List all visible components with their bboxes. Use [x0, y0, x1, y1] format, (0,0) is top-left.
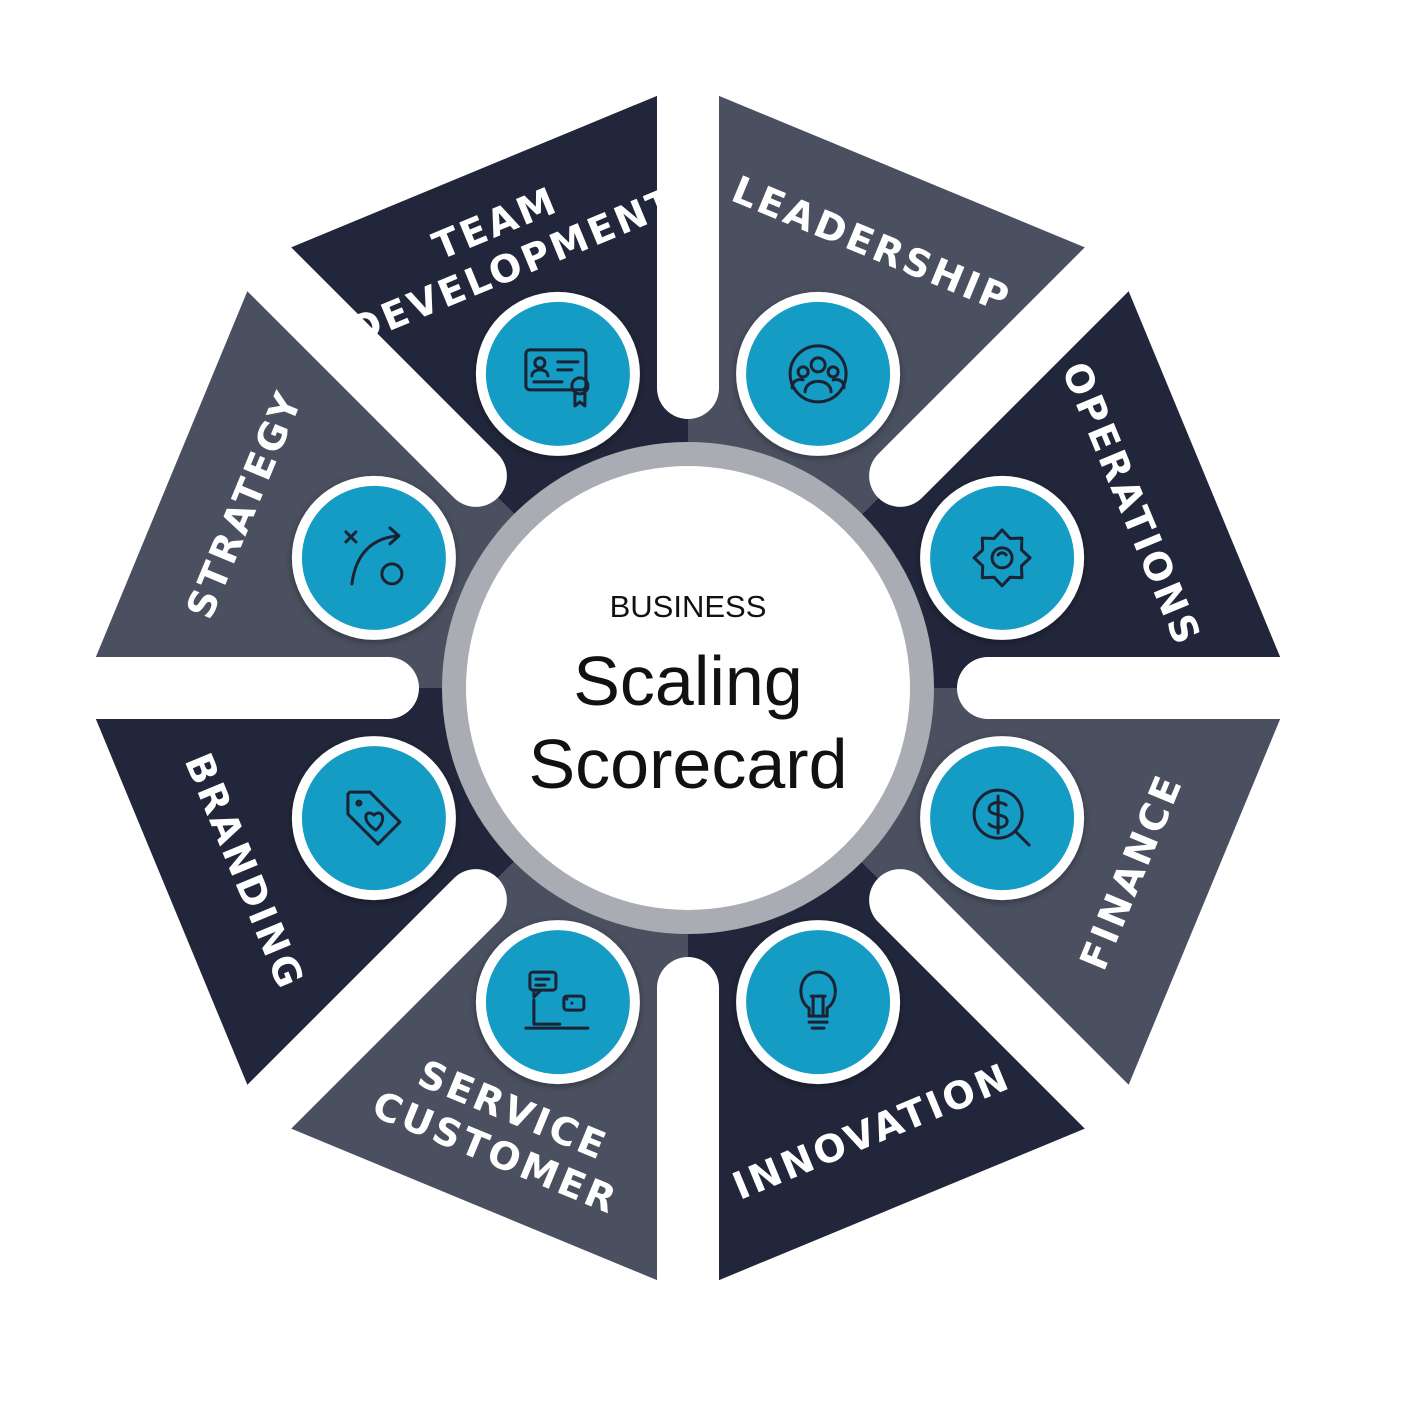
- strategy-play-icon-glyph: [344, 526, 404, 586]
- lightbulb-icon: [736, 920, 901, 1085]
- icon-disc: [930, 746, 1075, 891]
- team-group-icon-glyph: [788, 344, 848, 404]
- gear-icon-glyph: [972, 528, 1032, 588]
- laptop-chat-icon: [475, 920, 640, 1085]
- center-subtitle: BUSINESS: [610, 589, 767, 624]
- segment-divider: [869, 869, 1176, 1176]
- icon-disc: [485, 301, 630, 446]
- certificate-icon-glyph: [524, 348, 590, 408]
- icon-disc: [746, 301, 891, 446]
- segment-divider: [200, 869, 507, 1176]
- certificate-icon: [475, 291, 640, 456]
- strategy-play-icon: [291, 475, 456, 640]
- team-group-icon: [736, 291, 901, 456]
- tag-heart-icon-glyph: [346, 790, 402, 846]
- center-title-line2: Scorecard: [528, 725, 847, 803]
- icon-disc: [301, 485, 446, 630]
- gear-icon: [920, 475, 1085, 640]
- tag-heart-icon: [291, 736, 456, 901]
- icon-disc: [930, 485, 1075, 630]
- icon-disc: [485, 930, 630, 1075]
- center-hub: BUSINESS Scaling Scorecard: [442, 442, 934, 934]
- lightbulb-icon-glyph: [799, 970, 837, 1030]
- center-title-line1: Scaling: [573, 642, 803, 720]
- center-disc: [466, 466, 910, 910]
- segment-divider: [869, 200, 1176, 507]
- segment-divider: [200, 200, 507, 507]
- icon-disc: [301, 746, 446, 891]
- icon-disc: [746, 930, 891, 1075]
- dollar-search-icon-glyph: [972, 788, 1031, 847]
- laptop-chat-icon-glyph: [524, 970, 590, 1030]
- dollar-search-icon: [920, 736, 1085, 901]
